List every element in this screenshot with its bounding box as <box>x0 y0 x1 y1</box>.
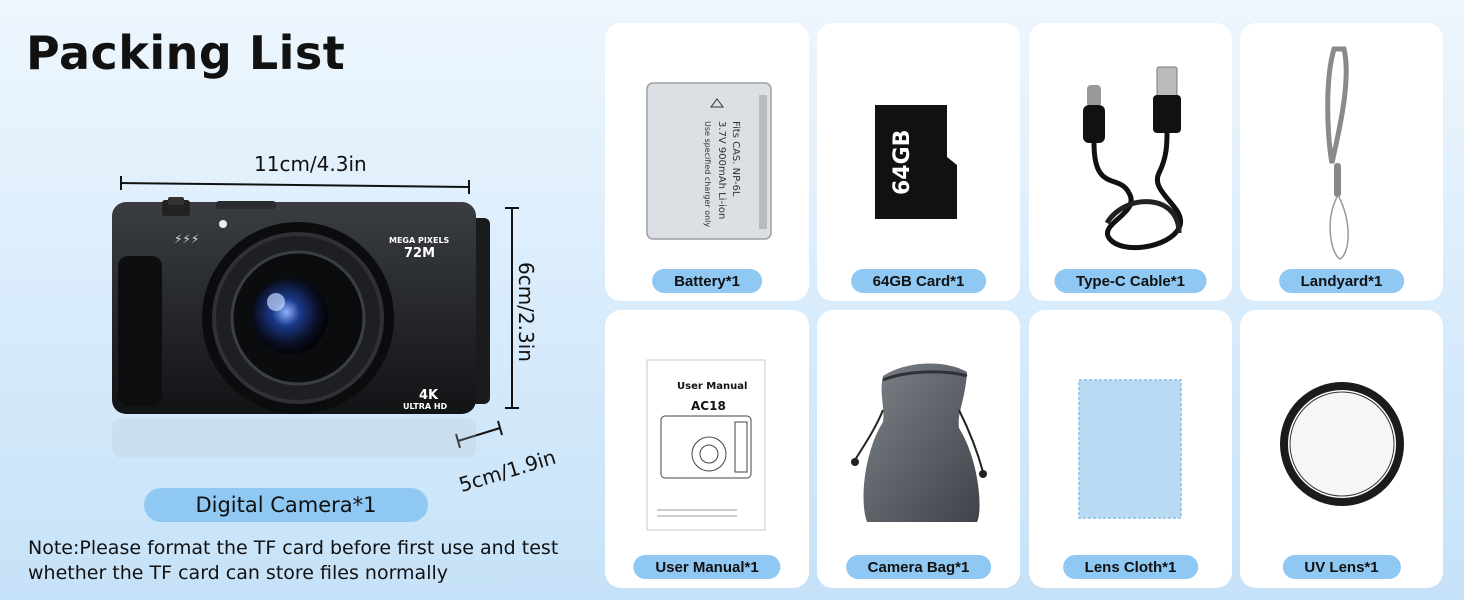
camera-mp-value: 72M <box>404 246 435 261</box>
format-note: Note:Please format the TF card before fi… <box>28 537 559 584</box>
battery-line-3: Use specified charger only <box>703 121 712 227</box>
manual-model: AC18 <box>691 399 726 413</box>
dimension-lines <box>120 176 519 449</box>
svg-text:⚡⚡⚡: ⚡⚡⚡ <box>174 232 199 246</box>
uv-lens-label: UV Lens*1 <box>1282 555 1401 579</box>
battery-line-1: Fits CAS. NP-6L <box>730 121 741 197</box>
page-title: Packing List <box>26 26 346 80</box>
width-dimension-label: 11cm/4.3in <box>254 152 367 176</box>
camera-uhd-badge: ULTRA HD <box>403 402 448 411</box>
manual-title: User Manual <box>677 381 747 392</box>
manual-label: User Manual*1 <box>633 555 781 579</box>
cloth-label: Lens Cloth*1 <box>1062 555 1199 579</box>
battery-card: Fits CAS. NP-6L 3.7V 900mAh Li-ion Use s… <box>605 23 809 301</box>
camera-mp-caption: MEGA PIXELS <box>389 236 450 245</box>
cloth-icon <box>1078 379 1182 519</box>
uv-lens-card: UV Lens*1 <box>1240 310 1443 588</box>
lanyard-label: Landyard*1 <box>1278 269 1405 293</box>
manual-icon: User Manual AC18 <box>646 359 766 531</box>
sd-card-label: 64GB Card*1 <box>850 269 987 293</box>
bag-label: Camera Bag*1 <box>845 555 992 579</box>
bag-card: Camera Bag*1 <box>817 310 1020 588</box>
lanyard-icon <box>1325 46 1349 260</box>
bag-icon <box>851 363 987 522</box>
manual-card: User Manual AC18 User Manual*1 <box>605 310 809 588</box>
sd-card-icon: 64GB <box>875 105 957 219</box>
sd-card-card: 64GB 64GB Card*1 <box>817 23 1020 301</box>
sd-card-text: 64GB <box>890 130 915 195</box>
cloth-card: Lens Cloth*1 <box>1029 310 1232 588</box>
usb-cable-icon <box>1083 66 1184 251</box>
camera-4k-badge: 4K <box>419 388 439 403</box>
uv-lens-icon <box>1280 382 1404 506</box>
digital-camera-label: Digital Camera*1 <box>144 488 428 522</box>
battery-icon: Fits CAS. NP-6L 3.7V 900mAh Li-ion Use s… <box>646 82 772 240</box>
lanyard-card: Landyard*1 <box>1240 23 1443 301</box>
battery-line-2: 3.7V 900mAh Li-ion <box>716 121 727 219</box>
battery-label: Battery*1 <box>652 269 762 293</box>
digital-camera-icon: ⚡⚡⚡ MEGA PIXELS 72M 4K ULTRA HD <box>112 197 490 458</box>
cable-card: Type-C Cable*1 <box>1029 23 1232 301</box>
cable-label: Type-C Cable*1 <box>1054 269 1207 293</box>
